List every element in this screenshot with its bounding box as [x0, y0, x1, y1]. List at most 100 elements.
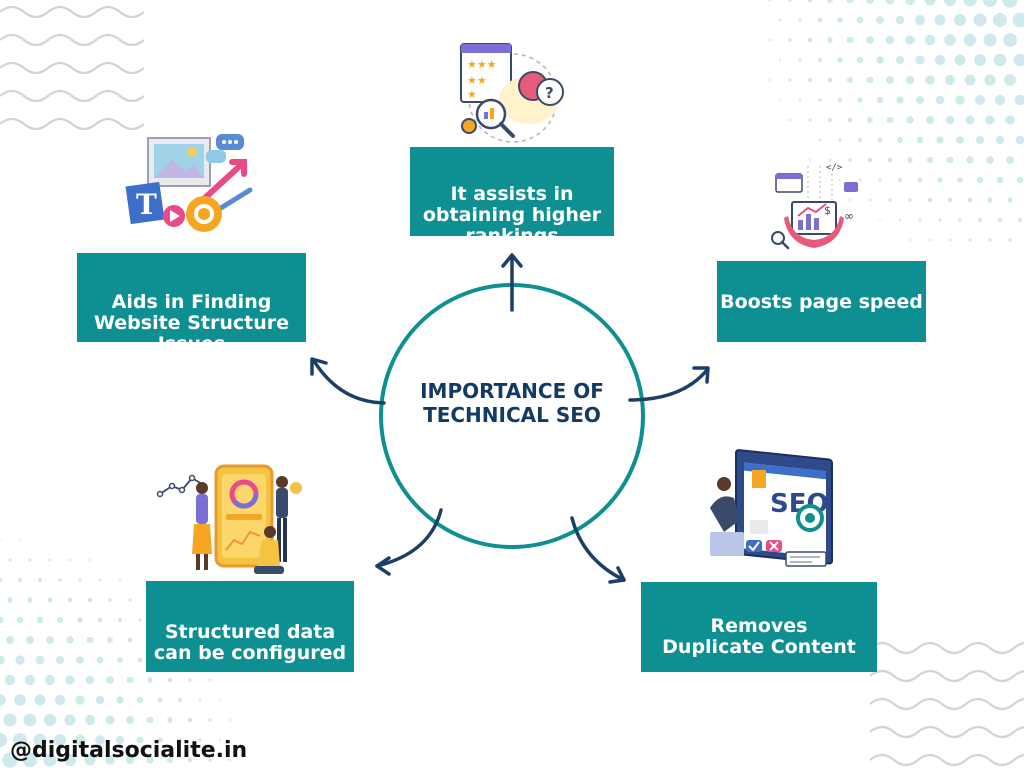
center-title: IMPORTANCE OF TECHNICAL SEO [420, 379, 604, 427]
svg-text:T: T [136, 188, 157, 221]
dot [936, 136, 944, 144]
dot [935, 95, 945, 105]
dot [67, 597, 73, 603]
dot [955, 95, 965, 105]
dot [809, 159, 811, 161]
dot [985, 115, 995, 125]
dot [167, 757, 173, 763]
dot [57, 617, 63, 623]
dot [1006, 156, 1014, 164]
wave-lines-bottom-right [869, 641, 1024, 767]
dot [866, 0, 874, 4]
dot [807, 0, 813, 3]
dot [964, 74, 976, 86]
box-website-structure-text: Aids in Finding Website Structure Issues [94, 291, 289, 355]
dot [1013, 53, 1024, 67]
dot [788, 0, 792, 2]
dot [916, 96, 924, 104]
dot [229, 719, 231, 721]
dot [137, 657, 143, 663]
footer-handle: @digitalsocialite.in [10, 738, 248, 763]
dot [0, 539, 1, 541]
wave-lines-top-left [0, 5, 145, 131]
dot [856, 56, 864, 64]
dot [125, 755, 135, 765]
dot [896, 96, 904, 104]
dot [19, 539, 21, 541]
dot [895, 55, 905, 65]
dot [24, 674, 36, 686]
dot [1007, 197, 1013, 203]
dot [966, 156, 974, 164]
dot [769, 79, 771, 81]
dot [886, 76, 894, 84]
dot [188, 678, 192, 682]
svg-text:★: ★ [467, 88, 477, 101]
dot [808, 78, 812, 82]
dot [975, 135, 985, 145]
dot [136, 696, 144, 704]
dot [33, 733, 47, 747]
svg-text:?: ? [545, 84, 554, 102]
dot [1012, 12, 1024, 28]
dot [857, 97, 863, 103]
dot [15, 655, 25, 665]
dot [84, 714, 96, 726]
dot [157, 737, 163, 743]
dot [157, 697, 163, 703]
dot [788, 118, 792, 122]
dot [1008, 238, 1012, 242]
dot [924, 34, 936, 46]
dot [89, 559, 91, 561]
dot [978, 218, 982, 222]
dot [779, 99, 781, 101]
dot [38, 578, 42, 582]
dot [98, 578, 102, 582]
dot [982, 0, 998, 8]
dot [958, 218, 962, 222]
dot [954, 14, 966, 26]
dot [947, 197, 953, 203]
dot [818, 98, 822, 102]
analytics-dashboard-icon: </> ∞ $ [771, 163, 858, 250]
dot [847, 117, 853, 123]
dot [905, 0, 915, 5]
dot [997, 217, 1003, 223]
dot [119, 579, 121, 581]
dot [105, 715, 115, 725]
dot [926, 116, 934, 124]
dot [2, 752, 18, 768]
dot [66, 636, 74, 644]
dot [187, 757, 193, 763]
dot [798, 58, 802, 62]
dot [828, 118, 832, 122]
dot [885, 0, 895, 5]
dot [127, 637, 133, 643]
dot [895, 15, 905, 25]
dot [846, 36, 854, 44]
dot [778, 18, 782, 22]
dot [926, 156, 934, 164]
dot [58, 578, 62, 582]
dot [1003, 33, 1017, 47]
dot [0, 655, 5, 665]
dot [876, 56, 884, 64]
dot [988, 238, 992, 242]
dot [927, 197, 933, 203]
dot [975, 95, 985, 105]
svg-text:</>: </> [826, 163, 843, 173]
dot [1016, 176, 1024, 184]
dot [208, 758, 212, 762]
dot [905, 75, 915, 85]
dot [837, 57, 843, 63]
dot [934, 54, 946, 66]
dot [35, 655, 45, 665]
dot [76, 656, 84, 664]
dot [994, 94, 1006, 106]
dot [146, 716, 154, 724]
dot [36, 616, 44, 624]
dot [146, 756, 154, 764]
dot [136, 736, 144, 744]
dot [0, 577, 3, 583]
